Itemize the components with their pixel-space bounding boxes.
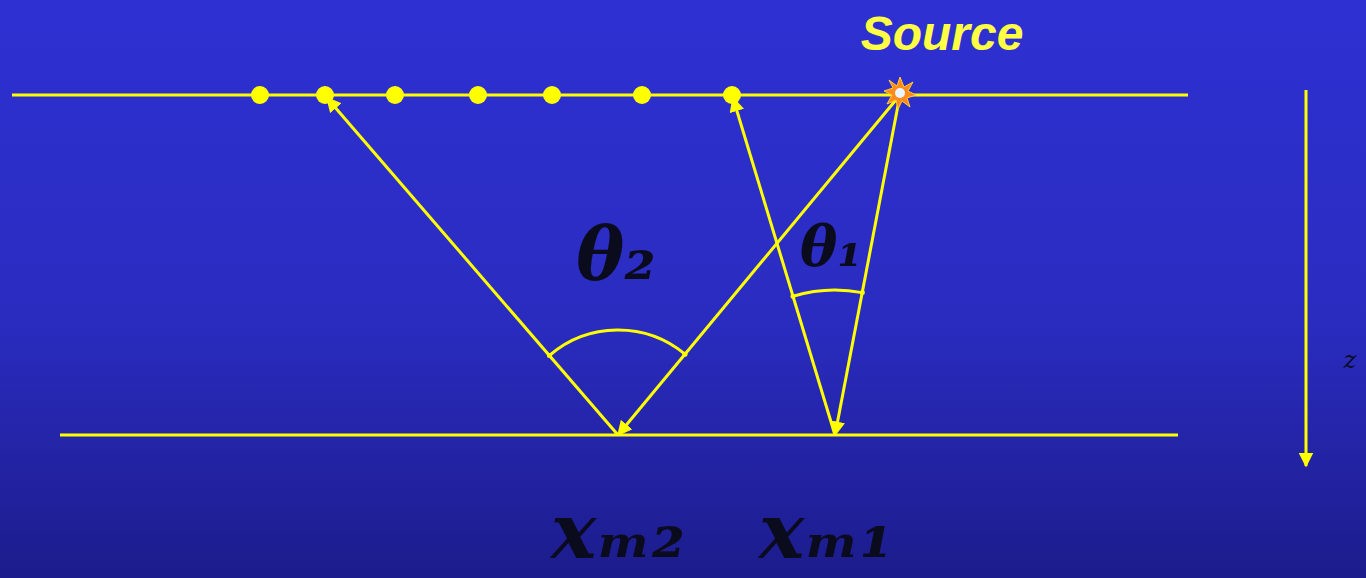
- arc-tick: [683, 352, 688, 357]
- midpoint-label: xₘ₂: [551, 494, 685, 570]
- axis-label: z: [1344, 348, 1357, 372]
- arc-tick: [547, 353, 552, 358]
- ray-up: [327, 98, 618, 435]
- receiver-dot: [386, 86, 404, 104]
- receiver-dot: [723, 86, 741, 104]
- angle-arc: [549, 330, 685, 355]
- angle-label: θ₁: [800, 218, 862, 274]
- surface-line: [12, 94, 1188, 97]
- source-burst: [884, 77, 916, 109]
- midpoint-label: xₘ₁: [759, 494, 893, 570]
- arc-tick: [860, 290, 865, 295]
- receiver-dot: [469, 86, 487, 104]
- source-label: Source: [861, 10, 1024, 58]
- receivers: [251, 86, 741, 104]
- ray-down: [618, 95, 900, 435]
- receiver-dot: [251, 86, 269, 104]
- rays: [327, 95, 900, 435]
- receiver-dot: [633, 86, 651, 104]
- angle-arc: [793, 290, 862, 296]
- angle-label: θ₂: [576, 219, 656, 291]
- receiver-dot: [543, 86, 561, 104]
- arc-tick: [791, 294, 796, 299]
- depth-axis: [1305, 90, 1308, 466]
